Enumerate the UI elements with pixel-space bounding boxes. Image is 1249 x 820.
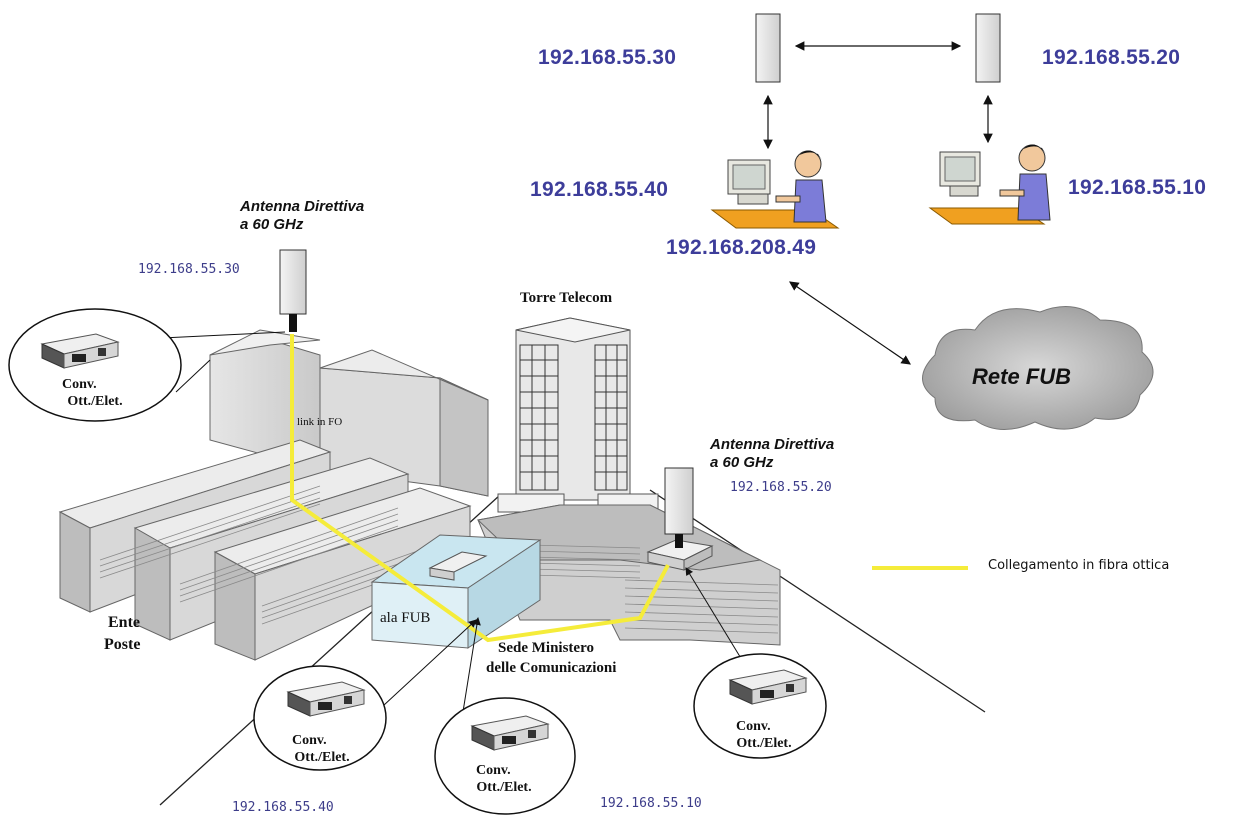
converter-1-label: Conv. Ott./Elet. [60, 376, 130, 410]
antenna-left-icon [279, 249, 307, 332]
converter-ellipse-1 [8, 308, 182, 422]
antenna-base-box [646, 539, 714, 571]
fiber-optic-link [290, 334, 670, 643]
ente-label-line1: Ente [108, 614, 140, 631]
link-fo-label: link in FO [297, 416, 343, 428]
antenna-top-right-icon [975, 13, 1001, 83]
converter-ellipse-4 [693, 653, 827, 759]
converter-4-label: Conv. Ott./Elet. [728, 718, 800, 752]
converter-2-line1: Conv. [292, 733, 327, 748]
sede-label-line2: delle Comunicazioni [486, 660, 617, 676]
converter-4-line2: Ott./Elet. [736, 736, 792, 751]
link-pc-cloud-arrow [789, 281, 911, 365]
antenna-top-left-icon [755, 13, 781, 83]
ip-top-left-label: 192.168.55.30 [538, 46, 677, 69]
tower-windows [519, 344, 628, 491]
ente-label-line2: Poste [104, 636, 141, 653]
converter-ellipse-2 [253, 665, 387, 771]
ip-bottom-right-label: 192.168.55.10 [600, 796, 702, 811]
tower-telecom [497, 317, 659, 513]
converter-1-line2: Ott./Elet. [67, 394, 123, 409]
converter-2-line2: Ott./Elet. [294, 750, 350, 765]
antenna-left-sub: a 60 GHz [240, 216, 304, 233]
antenna-left-ip: 192.168.55.30 [138, 262, 240, 277]
converter-3-label: Conv. Ott./Elet. [468, 762, 540, 796]
converter-4-line1: Conv. [736, 719, 771, 734]
antenna-right-ip: 192.168.55.20 [730, 480, 832, 495]
converter-3-line2: Ott./Elet. [476, 780, 532, 795]
tower-label: Torre Telecom [520, 290, 613, 306]
legend-label: Collegamento in fibra ottica [988, 558, 1170, 573]
connector-lines [161, 331, 743, 719]
antenna-right-icon [664, 467, 694, 548]
converter-3-line1: Conv. [476, 763, 511, 778]
ip-pc-right-label: 192.168.55.10 [1068, 176, 1207, 199]
cloud-label: Rete FUB [972, 364, 1072, 389]
converter-1-line1: Conv. [62, 377, 97, 392]
antenna-right-sub: a 60 GHz [710, 454, 774, 471]
ala-fub-label: ala FUB [380, 610, 431, 626]
antenna-right-title: Antenna Direttiva [710, 436, 835, 453]
workstation-right-icon [928, 144, 1051, 225]
antenna-left-title: Antenna Direttiva [240, 198, 365, 215]
converter-ellipse-3 [434, 697, 576, 815]
ip-pc-left-label: 192.168.55.40 [530, 178, 669, 201]
converter-2-label: Conv. Ott./Elet. [286, 732, 358, 766]
sede-label-line1: Sede Ministero [498, 640, 594, 656]
ip-pc-left-fub-label: 192.168.208.49 [666, 236, 817, 259]
ip-bottom-left-label: 192.168.55.40 [232, 800, 334, 815]
ip-top-right-label: 192.168.55.20 [1042, 46, 1181, 69]
workstation-left-icon [710, 150, 840, 229]
cloud-icon [922, 306, 1154, 431]
